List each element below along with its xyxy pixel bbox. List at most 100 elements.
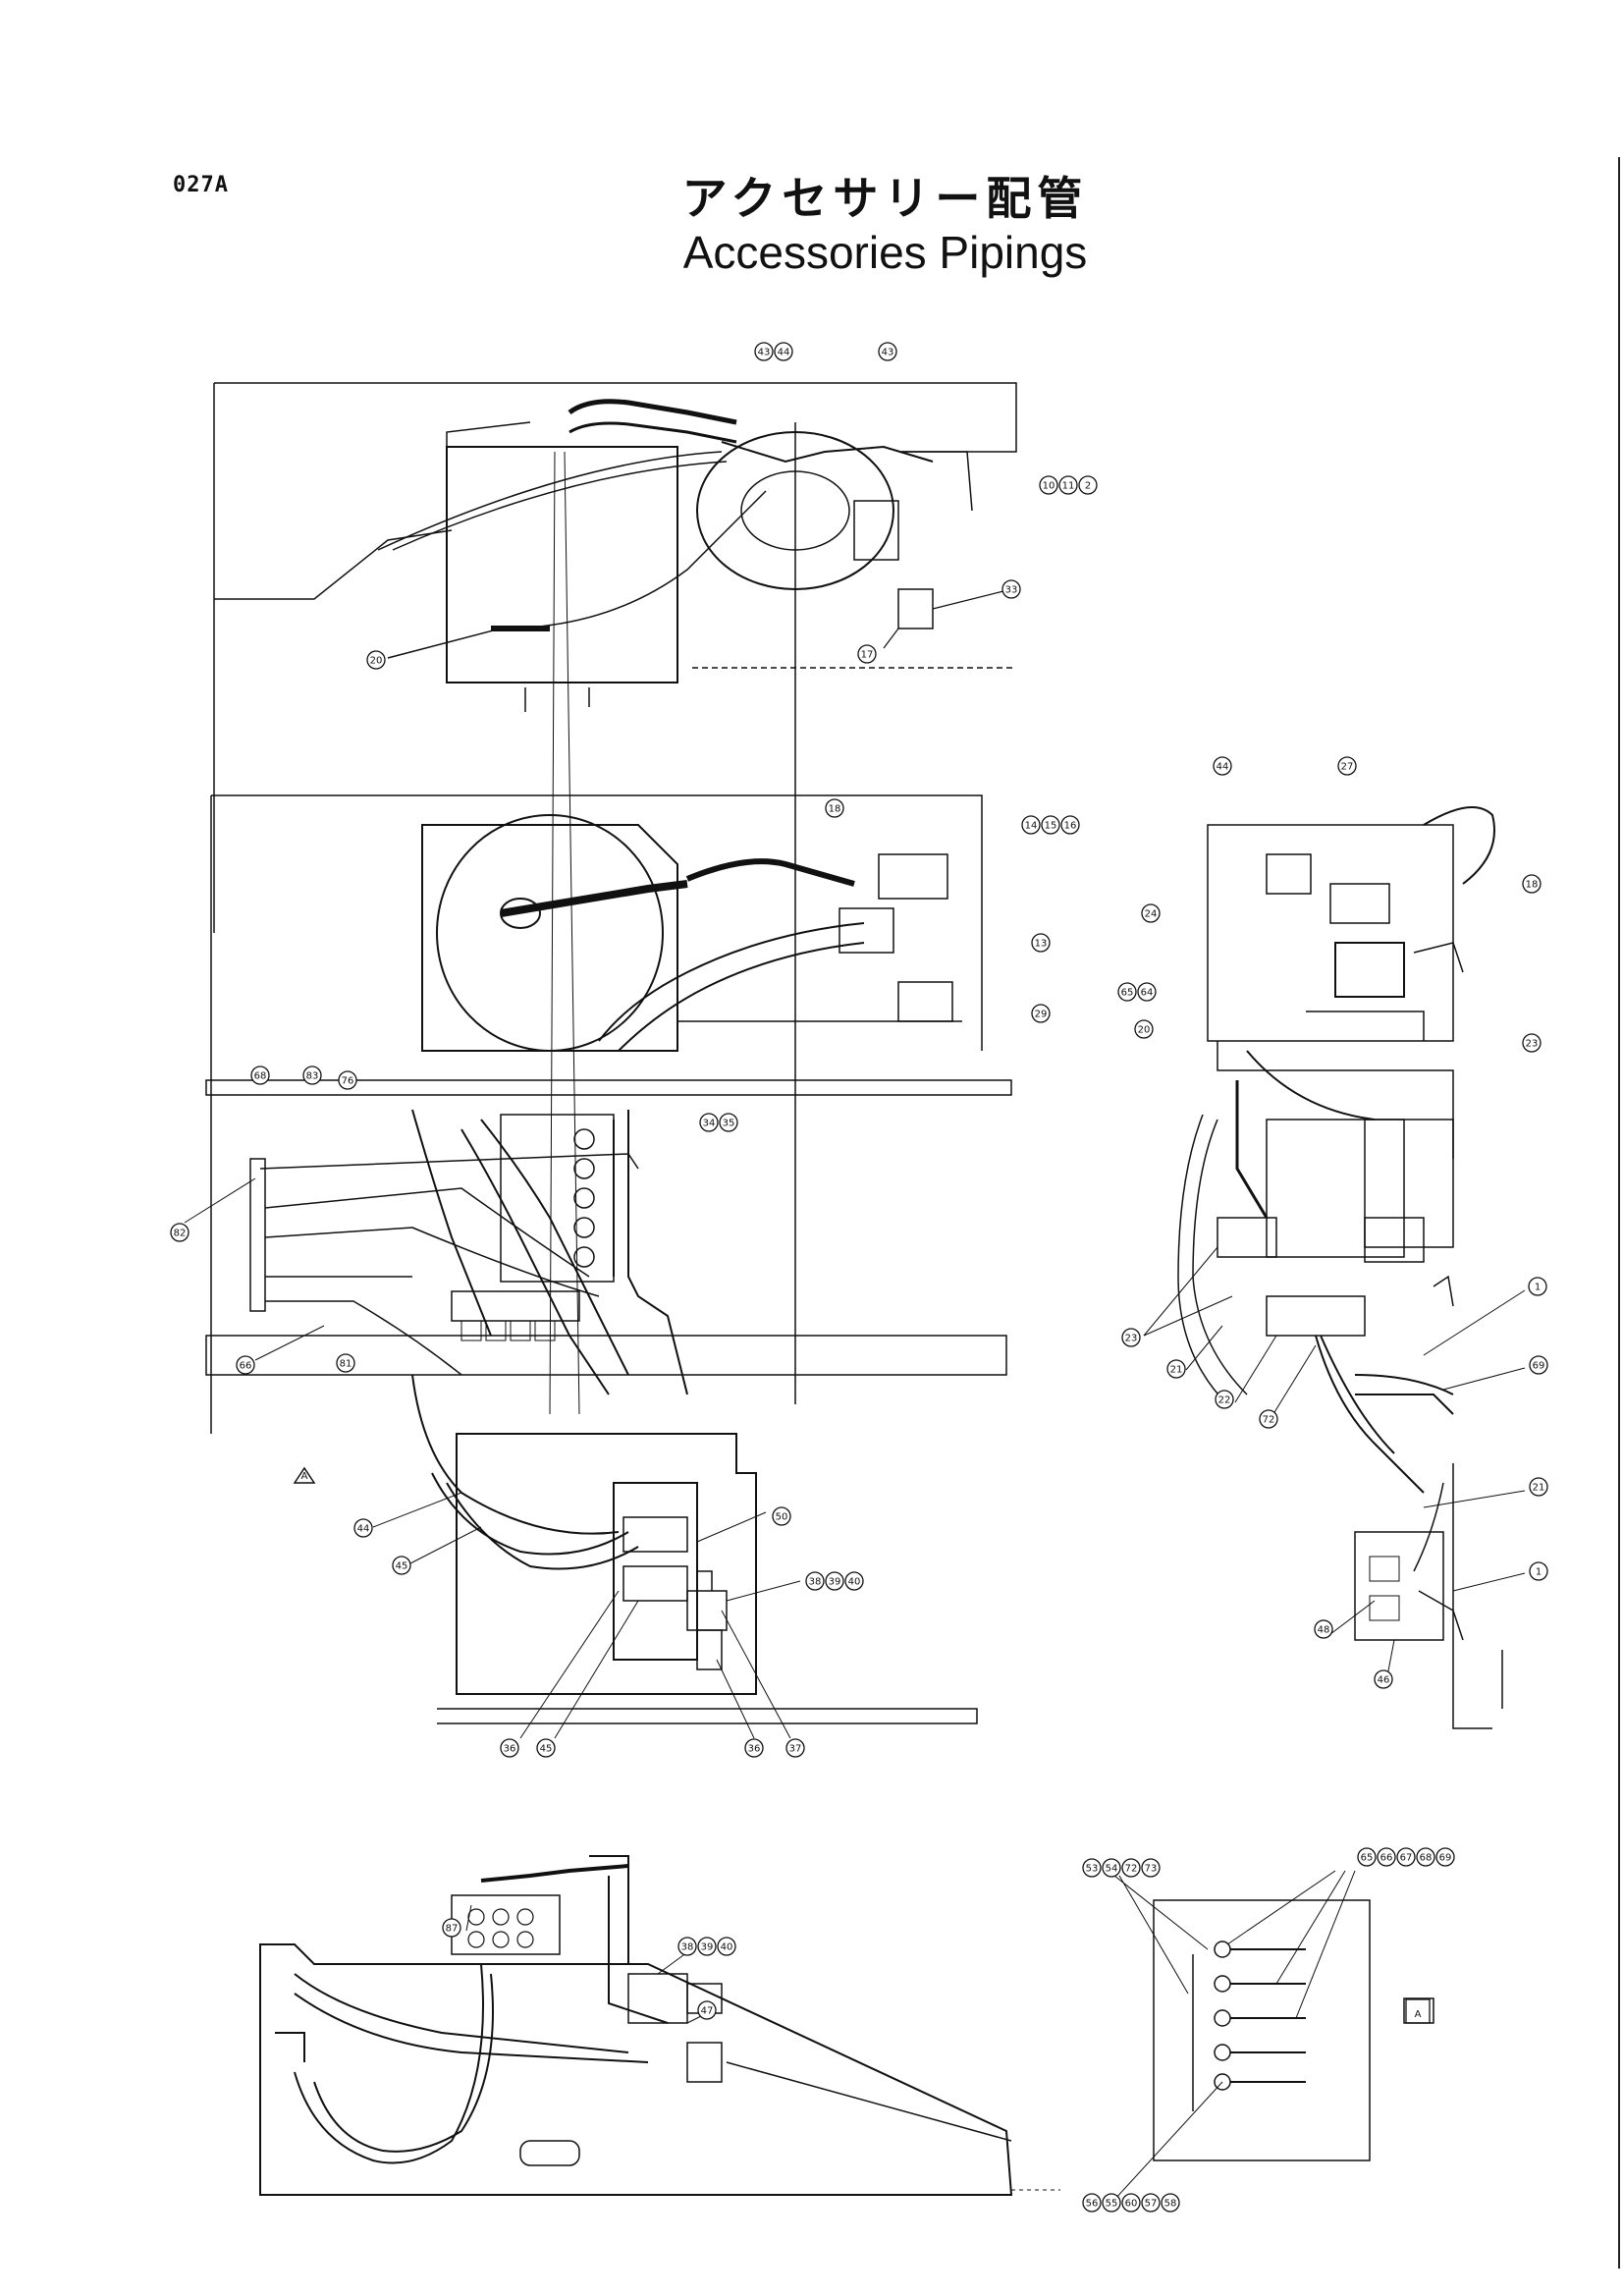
callout-circle	[1141, 2193, 1161, 2213]
callout-number: 72	[1263, 1415, 1275, 1426]
callout-circle	[805, 1571, 825, 1591]
callout-circle	[825, 1571, 844, 1591]
callout-circle	[536, 1738, 556, 1758]
bottom-right-view	[1113, 1870, 1434, 2201]
callout-circle	[1102, 1858, 1121, 1878]
callout-circle	[697, 1937, 717, 1956]
callout-number: 35	[723, 1119, 735, 1129]
callout-number: 69	[1439, 1853, 1452, 1864]
callout-c39: 21	[1529, 1477, 1548, 1497]
callout-c42: 46	[1374, 1669, 1393, 1689]
callout-circle	[1134, 1019, 1154, 1039]
callout-number: 66	[240, 1361, 252, 1372]
callout-number: 33	[1005, 585, 1018, 596]
callout-circle	[1522, 874, 1542, 894]
callout-circle	[1121, 1328, 1141, 1347]
callout-number: 21	[1170, 1365, 1183, 1376]
callout-number: 23	[1125, 1334, 1138, 1344]
callout-number: 81	[340, 1359, 352, 1370]
callout-circle	[825, 798, 844, 818]
callout-number: 36	[504, 1744, 516, 1755]
callout-number: 18	[1526, 880, 1539, 891]
callout-c36: 22	[1215, 1390, 1234, 1409]
callout-number: 46	[1378, 1675, 1390, 1686]
callout-c15: 82	[170, 1223, 189, 1242]
callout-number: 10	[1043, 481, 1055, 492]
callout-circle	[1021, 815, 1041, 835]
callout-number: 24	[1145, 909, 1158, 920]
callout-number: 21	[1533, 1483, 1545, 1494]
callout-number: 45	[396, 1561, 408, 1572]
callout-circle	[1215, 1390, 1234, 1409]
callout-c2: 43	[878, 342, 897, 361]
callout-c4: 33	[1001, 579, 1021, 599]
callout-number: 23	[1526, 1039, 1539, 1050]
callout-circle	[1060, 815, 1080, 835]
callout-circle	[1001, 579, 1021, 599]
callout-number: 39	[829, 1577, 841, 1588]
callout-number: 15	[1045, 821, 1057, 832]
callout-circle	[1082, 2193, 1102, 2213]
callout-c6: 20	[366, 650, 386, 670]
callout-number: 2	[1085, 481, 1091, 492]
callout-circle	[1416, 1847, 1435, 1867]
top-view	[213, 382, 1017, 1415]
callout-number: 40	[848, 1577, 861, 1588]
callout-circle	[697, 2000, 717, 2020]
callout-number: 48	[1318, 1625, 1330, 1636]
callout-circle	[1082, 1858, 1102, 1878]
callout-number: 54	[1106, 1864, 1118, 1875]
callout-number: 39	[701, 1942, 714, 1953]
callout-c35: 21	[1166, 1359, 1186, 1379]
callout-number: 76	[342, 1076, 354, 1087]
callout-c28: 24	[1141, 903, 1161, 923]
callout-c5: 17	[857, 644, 877, 664]
callout-circle	[878, 342, 897, 361]
callout-number: 57	[1145, 2199, 1158, 2210]
callout-circle	[1031, 933, 1051, 953]
callout-number: 40	[721, 1942, 733, 1953]
callout-c17: 81	[336, 1353, 355, 1373]
lower-valve-view	[293, 1374, 978, 1739]
callout-number: 1	[1536, 1567, 1542, 1578]
callout-circle	[699, 1113, 719, 1132]
view-a-label: A	[1415, 2009, 1422, 2020]
callout-circle	[1528, 1277, 1547, 1296]
callout-c43: 87	[442, 1918, 461, 1938]
callout-circle	[1121, 2193, 1141, 2213]
callout-circle	[442, 1918, 461, 1938]
callout-number: 1	[1535, 1283, 1541, 1293]
callout-circle	[1141, 903, 1161, 923]
callout-circle	[336, 1353, 355, 1373]
callout-number: 50	[776, 1512, 788, 1523]
callout-number: 60	[1125, 2199, 1138, 2210]
callout-c37: 72	[1259, 1409, 1278, 1429]
page-edge-rule	[1618, 157, 1620, 2269]
callout-circle	[1117, 982, 1137, 1002]
callout-circle	[717, 1937, 736, 1956]
callout-c9: 13	[1031, 933, 1051, 953]
callout-circle	[844, 1571, 864, 1591]
callout-c32: 23	[1522, 1033, 1542, 1053]
callout-c3: 10 11 2	[1039, 475, 1098, 495]
callout-circle	[1435, 1847, 1455, 1867]
callout-circle	[1121, 1858, 1141, 1878]
callout-number: 20	[370, 656, 383, 667]
callout-number: 34	[703, 1119, 716, 1129]
callout-number: 68	[254, 1071, 267, 1082]
callout-number: 82	[174, 1229, 187, 1239]
callout-number: 11	[1062, 481, 1075, 492]
callout-number: 65	[1361, 1853, 1374, 1864]
callout-c23: 45	[536, 1738, 556, 1758]
callout-circle	[1396, 1847, 1416, 1867]
callout-number: 44	[1217, 762, 1229, 773]
callout-circle	[366, 650, 386, 670]
